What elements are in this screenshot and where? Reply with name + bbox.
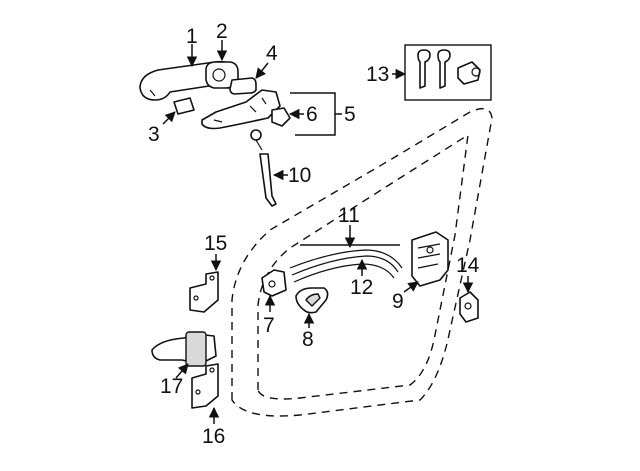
part-11-12-cables — [289, 249, 403, 283]
callout-13: 13 — [366, 63, 389, 86]
part-5-handle-frame — [201, 89, 281, 130]
callout-6: 6 — [306, 103, 318, 126]
callout-7: 7 — [263, 314, 275, 337]
callout-5: 5 — [344, 103, 356, 126]
part-7-striker — [261, 269, 287, 297]
callout-12: 12 — [350, 276, 373, 299]
leader-17 — [175, 363, 189, 379]
callout-17: 17 — [160, 375, 183, 398]
part-14-bracket — [459, 291, 479, 323]
part-8-inside-handle — [295, 287, 329, 314]
part-6-clip-and-screw — [250, 107, 291, 151]
callout-11: 11 — [338, 204, 360, 227]
callout-8: 8 — [302, 328, 314, 351]
callout-4: 4 — [266, 42, 278, 65]
callout-9: 9 — [392, 290, 404, 313]
part-17-door-check — [151, 331, 217, 367]
part-15-hinge — [189, 271, 219, 313]
part-13-key-set — [404, 44, 492, 101]
callout-14: 14 — [456, 254, 480, 277]
part-4-pad — [229, 77, 257, 95]
part-9-lock-assembly — [411, 231, 449, 287]
callout-15: 15 — [204, 232, 227, 255]
callout-1: 1 — [186, 25, 198, 48]
part-3-small-pad — [173, 97, 195, 115]
part-10-rod — [259, 153, 277, 207]
leader-4 — [255, 62, 269, 79]
callout-2: 2 — [216, 20, 228, 43]
leader-3 — [162, 111, 176, 125]
part-16-hinge-lower — [191, 363, 219, 409]
callout-10: 10 — [288, 164, 311, 187]
callout-3: 3 — [148, 123, 160, 146]
leader-9 — [403, 281, 419, 293]
callout-16: 16 — [202, 425, 225, 448]
